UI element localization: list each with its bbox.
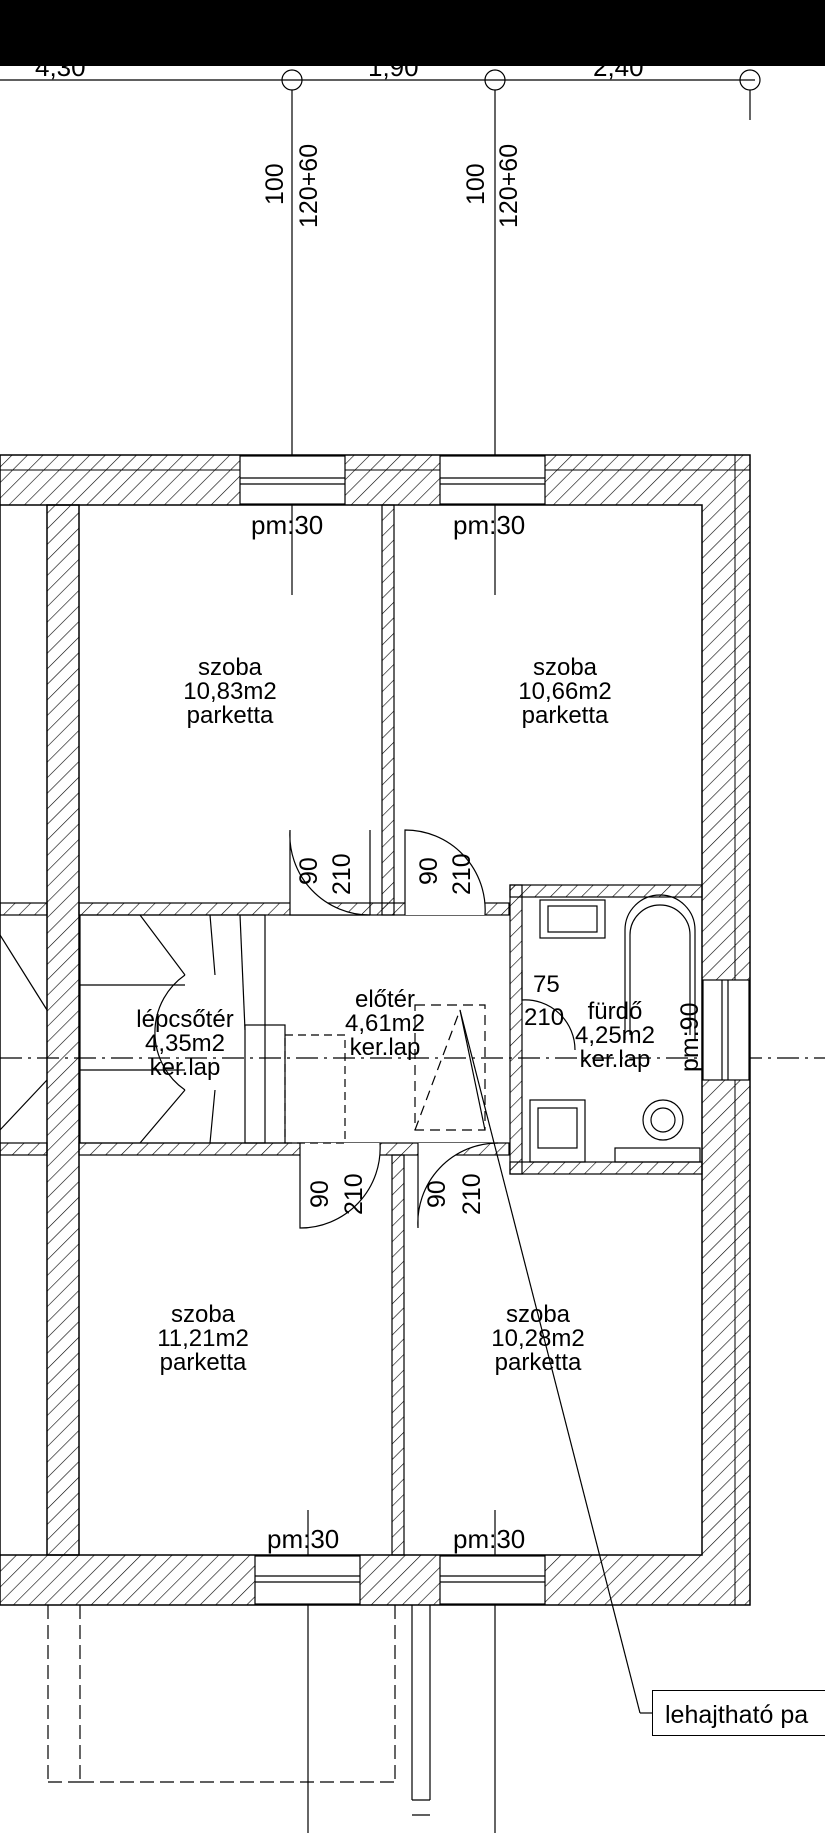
door-width-label: 90 xyxy=(306,1180,334,1208)
stair xyxy=(0,914,346,1144)
door-width-label: 90 xyxy=(415,857,443,885)
room-area: 11,21m2 xyxy=(157,1325,249,1352)
dim-label: 2,40 xyxy=(593,52,644,82)
room-floor: parketta xyxy=(494,1349,582,1376)
room-label-se: szoba 10,28m2 parketta xyxy=(458,1303,618,1375)
door-height-label: 210 xyxy=(448,853,476,895)
door-width-label: 90 xyxy=(423,1180,451,1208)
room-floor: parketta xyxy=(159,1349,247,1376)
sill-label: pm:30 xyxy=(251,510,324,540)
door-height-label: 210 xyxy=(458,1173,486,1215)
door-height-label: 210 xyxy=(340,1173,368,1215)
bath-sill-label: pm:90 xyxy=(676,1002,704,1072)
room-label-nw: szoba 10,83m2 parketta xyxy=(150,656,310,728)
room-name: szoba xyxy=(197,654,263,681)
room-floor: ker.lap xyxy=(149,1054,221,1081)
room-label-sw: szoba 11,21m2 parketta xyxy=(123,1303,283,1375)
door-height-label: 210 xyxy=(328,853,356,895)
room-name: lépcsőtér xyxy=(136,1006,234,1033)
dim-label: 1,90 xyxy=(368,52,419,82)
attic-hatch xyxy=(414,1004,486,1131)
sill-label: pm:30 xyxy=(453,1524,526,1554)
room-name: szoba xyxy=(170,1301,236,1328)
sill-label: pm:30 xyxy=(453,510,526,540)
room-label-stair: lépcsőtér 4,35m2 ker.lap xyxy=(110,1008,260,1080)
room-area: 10,28m2 xyxy=(491,1325,585,1352)
callout-box: lehajtható pa xyxy=(652,1690,825,1736)
room-name: fürdő xyxy=(587,998,643,1025)
room-floor: parketta xyxy=(521,702,609,729)
windows xyxy=(239,455,750,1605)
opening-size-label: 120+60 xyxy=(295,143,323,228)
opening-height-label: 100 xyxy=(462,163,490,205)
room-area: 4,35m2 xyxy=(144,1030,226,1057)
room-area: 4,25m2 xyxy=(574,1022,656,1049)
room-name: szoba xyxy=(505,1301,571,1328)
room-label-bath: fürdő 4,25m2 ker.lap xyxy=(560,1000,670,1072)
room-name: előtér xyxy=(354,986,416,1013)
room-floor: ker.lap xyxy=(579,1046,651,1073)
room-area: 10,83m2 xyxy=(183,678,277,705)
opening-height-label: 100 xyxy=(261,163,289,205)
room-floor: parketta xyxy=(186,702,274,729)
room-area: 10,66m2 xyxy=(518,678,612,705)
room-area: 4,61m2 xyxy=(344,1010,426,1037)
door-swings xyxy=(289,829,576,1229)
top-black-band xyxy=(0,0,825,66)
bath-fixtures xyxy=(529,894,701,1163)
dim-label: 4,30 xyxy=(35,52,86,82)
bath-door-width-label: 75 xyxy=(533,971,560,998)
balcony xyxy=(47,1605,431,1816)
bath-door-height-label: 210 xyxy=(524,1004,565,1031)
room-label-hall: előtér 4,61m2 ker.lap xyxy=(315,988,455,1060)
callout-text: lehajtható pa xyxy=(665,1701,809,1729)
room-name: szoba xyxy=(532,654,598,681)
opening-size-label: 120+60 xyxy=(495,143,523,228)
room-floor: ker.lap xyxy=(349,1034,421,1061)
callout-leader xyxy=(459,1009,652,1714)
sill-label: pm:30 xyxy=(267,1524,340,1554)
axis-lines xyxy=(0,69,825,1833)
room-label-ne: szoba 10,66m2 parketta xyxy=(485,656,645,728)
door-width-label: 90 xyxy=(295,857,323,885)
